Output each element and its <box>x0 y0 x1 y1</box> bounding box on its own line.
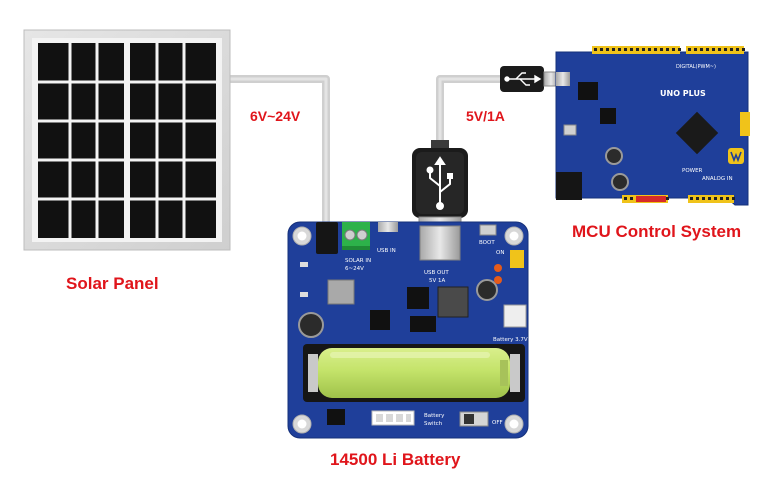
silk-on: ON <box>496 250 504 256</box>
header-pin <box>606 48 609 51</box>
header-pin <box>594 48 597 51</box>
solar-cell-grid <box>38 43 216 238</box>
mcu-board: UNO PLUS DIGITAL(PWM~) POWER ANALOG IN <box>555 46 750 206</box>
silk-off: OFF <box>492 420 503 426</box>
silk-battery-rating: Battery 3.7V <box>493 337 528 343</box>
header-pin <box>736 48 739 51</box>
solar-power-manager-board: SOLAR IN 6~24V USB IN USB OUT 5V 1A BOOT… <box>287 221 529 439</box>
header-pin <box>726 197 729 200</box>
micro-usb-plug <box>500 66 559 92</box>
header-pin <box>648 48 651 51</box>
silk-usb-in: USB IN <box>377 248 396 254</box>
battery-switch <box>459 411 489 427</box>
header-pin <box>696 197 699 200</box>
header-pin <box>666 48 669 51</box>
solar-panel <box>23 29 231 251</box>
micro-usb-port <box>378 222 398 232</box>
header-pin <box>702 197 705 200</box>
led-indicators <box>371 410 415 426</box>
usb-output-label: 5V/1A <box>466 108 505 124</box>
header-pin <box>688 48 691 51</box>
header-pin <box>660 48 663 51</box>
silk-analog-in: ANALOG IN <box>702 176 733 182</box>
silk-usb-out: USB OUT <box>424 270 449 276</box>
header-pin <box>700 48 703 51</box>
header-pin <box>600 48 603 51</box>
header-pin <box>732 197 735 200</box>
usb-symbol-small-icon <box>504 72 542 86</box>
header-pin <box>706 48 709 51</box>
header-pin <box>742 48 745 51</box>
header-pin <box>690 197 693 200</box>
header-pin <box>612 48 615 51</box>
header-pin <box>666 197 669 200</box>
header-pin <box>718 48 721 51</box>
header-pin <box>694 48 697 51</box>
boot-button <box>479 224 497 236</box>
silk-uno-plus: UNO PLUS <box>660 89 706 98</box>
header-pin <box>678 48 681 51</box>
battery-label: 14500 Li Battery <box>330 450 461 469</box>
usb-a-port <box>419 225 461 261</box>
silk-usb-out-rating: 5V 1A <box>429 278 446 284</box>
header-pin <box>724 48 727 51</box>
silk-boot: BOOT <box>479 240 495 246</box>
header-pin <box>720 197 723 200</box>
usb-cable <box>436 75 505 145</box>
silk-battery-switch-2: Switch <box>424 421 443 427</box>
header-pin <box>712 48 715 51</box>
header-pin <box>642 48 645 51</box>
waveshare-logo-icon <box>728 148 744 164</box>
header-pin <box>624 48 627 51</box>
mcu-label: MCU Control System <box>572 222 742 241</box>
solar-cable <box>228 75 330 222</box>
solar-voltage-label: 6V~24V <box>250 108 301 124</box>
silk-digital: DIGITAL(PWM~) <box>676 64 716 70</box>
header-pin <box>714 197 717 200</box>
header-pin <box>624 197 627 200</box>
header-pin <box>630 197 633 200</box>
header-pin <box>636 48 639 51</box>
header-pin <box>730 48 733 51</box>
solar-panel-label: Solar Panel <box>66 274 159 293</box>
header-pin <box>618 48 621 51</box>
silk-battery-switch-1: Battery <box>424 413 445 419</box>
li-battery-cell <box>318 348 510 398</box>
header-pin <box>672 48 675 51</box>
silk-solar-range: 6~24V <box>345 266 364 272</box>
silk-power: POWER <box>682 168 703 174</box>
screw-terminal <box>342 222 370 250</box>
header-pin <box>630 48 633 51</box>
header-pin <box>708 197 711 200</box>
header-pin <box>654 48 657 51</box>
usb-symbol-icon <box>426 156 453 210</box>
silk-solar-in: SOLAR IN <box>345 258 371 264</box>
dc-jack <box>316 222 338 254</box>
